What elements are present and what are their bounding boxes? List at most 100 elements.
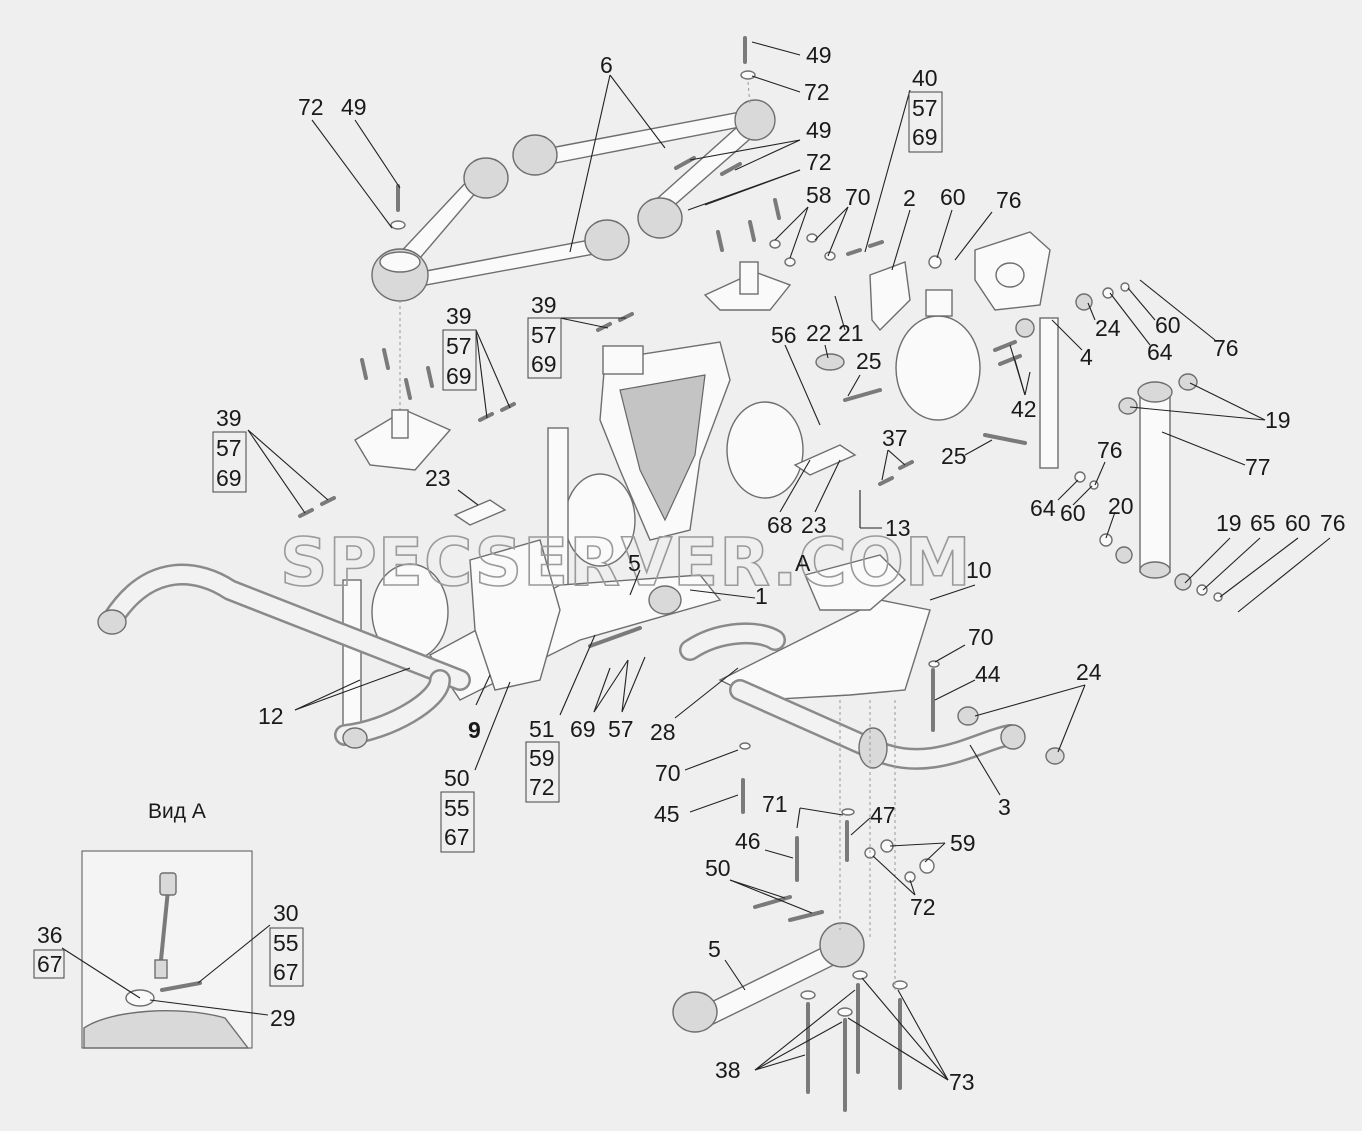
stabilizer-bars [97,563,1026,770]
air-springs [371,289,981,661]
callout-69: 69 [912,124,938,150]
callout-9: 9 [468,717,481,743]
callout-50: 50 [444,765,470,791]
callout-boxes [33,91,943,987]
callout-12: 12 [258,703,284,729]
callout-47: 47 [870,802,896,828]
callout-69: 69 [216,465,242,491]
callout-23: 23 [425,465,451,491]
callout-77: 77 [1245,454,1271,480]
callout-68: 68 [767,512,793,538]
callout-59: 59 [529,745,555,771]
callout-24: 24 [1095,315,1121,341]
view-a-title: Вид А [148,800,206,823]
callout-76: 76 [996,187,1022,213]
callout-4: 4 [1080,344,1093,370]
callout-10: 10 [966,557,992,583]
callout-55: 55 [444,795,470,821]
callout-28: 28 [650,719,676,745]
callout-21: 21 [838,320,864,346]
view-a-inset [81,850,253,1049]
lower-reaction-rod [672,922,865,1033]
callout-58: 58 [806,182,832,208]
callout-72: 72 [529,774,555,800]
callout-view-a-marker: A [795,550,811,576]
upper-v-rod [371,99,776,302]
central-frame-bracket [599,341,731,541]
callout-49: 49 [341,94,367,120]
callout-71: 71 [762,791,788,817]
callout-56: 56 [771,322,797,348]
callout-42: 42 [1011,396,1037,422]
callout-67: 67 [444,824,470,850]
callout-72: 72 [298,94,324,120]
callout-39: 39 [446,303,472,329]
callout-49: 49 [806,117,832,143]
callout-69: 69 [570,716,596,742]
callout-70: 70 [845,184,871,210]
callout-19: 19 [1265,407,1291,433]
callout-23: 23 [801,512,827,538]
callout-24: 24 [1076,659,1102,685]
callout-1: 1 [755,583,768,609]
callout-76: 76 [1320,510,1346,536]
callout-30: 30 [273,900,299,926]
callout-49: 49 [806,42,832,68]
callout-64: 64 [1147,339,1173,365]
callout-20: 20 [1108,493,1134,519]
callout-5: 5 [708,936,721,962]
callout-60: 60 [1155,312,1181,338]
callout-25: 25 [856,348,882,374]
callout-65: 65 [1250,510,1276,536]
callout-5: 5 [628,550,641,576]
callout-25: 25 [941,443,967,469]
axle-housings [428,539,931,701]
right-bracket [869,231,1051,332]
callout-39: 39 [531,292,557,318]
right-small-parts [815,282,1223,602]
callout-72: 72 [804,79,830,105]
callout-46: 46 [735,828,761,854]
upper-brackets [354,261,792,471]
brackets-23 [453,444,857,526]
callout-72: 72 [910,894,936,920]
callout-55: 55 [273,930,299,956]
callout-70: 70 [968,624,994,650]
callout-64: 64 [1030,495,1056,521]
leader-lines [61,41,1331,1081]
callout-3: 3 [998,794,1011,820]
callout-73: 73 [949,1069,975,1095]
callout-40: 40 [912,65,938,91]
callout-76: 76 [1097,437,1123,463]
callout-69: 69 [446,363,472,389]
callout-13: 13 [885,515,911,541]
callout-60: 60 [1285,510,1311,536]
watermark: SPECSERVER.COM [280,524,972,601]
callout-60: 60 [940,184,966,210]
callout-22: 22 [806,320,832,346]
callout-37: 37 [882,425,908,451]
callout-70: 70 [655,760,681,786]
callout-57: 57 [216,435,242,461]
callout-19: 19 [1216,510,1242,536]
small-fasteners [298,198,1022,518]
callout-2: 2 [903,185,916,211]
callout-39: 39 [216,405,242,431]
callout-67: 67 [273,959,299,985]
callout-60: 60 [1060,500,1086,526]
lower-bolts [588,626,1065,1112]
shock-absorbers [342,317,1173,731]
callout-44: 44 [975,661,1001,687]
callout-50: 50 [705,855,731,881]
callout-labels: 6 49 72 72 49 40 57 69 49 72 58 70 2 60 … [37,42,1346,1095]
callout-29: 29 [270,1005,296,1031]
parts-layer [97,36,1223,1112]
callout-67: 67 [37,951,63,977]
callout-72: 72 [806,149,832,175]
callout-6: 6 [600,52,613,78]
callout-76: 76 [1213,335,1239,361]
callout-57: 57 [531,322,557,348]
callout-57: 57 [446,333,472,359]
